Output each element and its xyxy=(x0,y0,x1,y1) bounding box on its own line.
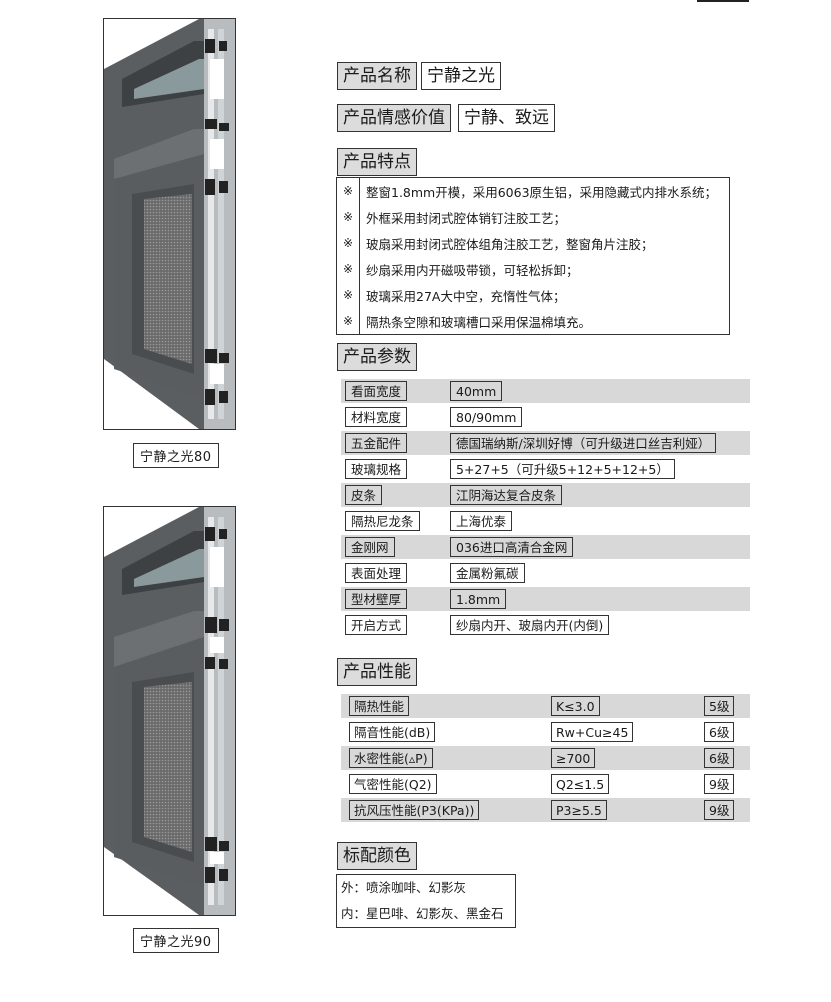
product-name-label: 产品名称 xyxy=(337,62,417,90)
param-row: 开启方式 纱扇内开、玻扇内开(内倒) xyxy=(341,613,750,637)
param-value: 德国瑞纳斯/深圳好博（可升级进口丝吉利娅） xyxy=(450,433,717,453)
performance-value: P3≥5.5 xyxy=(551,800,607,820)
reference-mark: ※ xyxy=(337,308,360,334)
product-caption-80: 宁静之光80 xyxy=(133,443,219,468)
param-value: 1.8mm xyxy=(450,589,507,609)
feature-item: ※ 整窗1.8mm开模，采用6063原生铝，采用隐藏式内排水系统； xyxy=(337,178,729,204)
window-profile-illustration xyxy=(104,19,235,429)
performance-name: 抗风压性能(P3(KPa)) xyxy=(349,800,480,820)
param-row: 隔热尼龙条 上海优泰 xyxy=(341,509,750,533)
performance-row: 水密性能(▵P) ≥700 6级 xyxy=(341,746,750,770)
top-rule xyxy=(697,0,749,2)
feature-text: 纱扇采用内开磁吸带锁，可轻松拆卸； xyxy=(366,262,579,278)
param-value: 金属粉氟碳 xyxy=(450,563,525,583)
product-name-value: 宁静之光 xyxy=(421,62,501,90)
param-value: 江阴海达复合皮条 xyxy=(450,485,563,505)
performance-grade: 6级 xyxy=(704,748,735,768)
features-list: ※ 整窗1.8mm开模，采用6063原生铝，采用隐藏式内排水系统； ※ 外框采用封闭… xyxy=(336,177,730,335)
performance-row: 气密性能(Q2) Q2≤1.5 9级 xyxy=(341,772,750,796)
color-inner: 内：星巴啡、幻影灰、黑金石 xyxy=(341,906,504,921)
param-key: 看面宽度 xyxy=(345,381,408,401)
feature-text: 整窗1.8mm开模，采用6063原生铝，采用隐藏式内排水系统； xyxy=(366,184,718,200)
param-key: 型材壁厚 xyxy=(345,589,408,609)
param-row: 表面处理 金属粉氟碳 xyxy=(341,561,750,585)
performance-row: 隔音性能(dB) Rw+Cu≥45 6级 xyxy=(341,720,750,744)
reference-mark: ※ xyxy=(337,230,360,256)
param-key: 材料宽度 xyxy=(345,407,408,427)
feature-item: ※ 隔热条空隙和玻璃槽口采用保温棉填充。 xyxy=(337,308,729,334)
product-image-80 xyxy=(103,18,236,430)
reference-mark: ※ xyxy=(337,282,360,308)
feature-item: ※ 纱扇采用内开磁吸带锁，可轻松拆卸； xyxy=(337,256,729,282)
param-value: 纱扇内开、玻扇内开(内倒) xyxy=(450,615,610,635)
param-key: 金刚网 xyxy=(345,537,395,557)
param-row: 皮条 江阴海达复合皮条 xyxy=(341,483,750,507)
param-row: 金刚网 036进口高清合金网 xyxy=(341,535,750,559)
colors-title: 标配颜色 xyxy=(337,842,417,870)
window-profile-illustration xyxy=(104,507,235,915)
feature-text: 隔热条空隙和玻璃槽口采用保温棉填充。 xyxy=(366,314,592,330)
product-caption-90: 宁静之光90 xyxy=(133,928,219,953)
product-image-90 xyxy=(103,506,236,916)
performance-value: Rw+Cu≥45 xyxy=(551,722,634,742)
params-title: 产品参数 xyxy=(337,343,417,371)
reference-mark: ※ xyxy=(337,204,360,230)
features-title: 产品特点 xyxy=(337,148,417,176)
param-key: 开启方式 xyxy=(345,615,408,635)
performance-grade: 9级 xyxy=(704,800,735,820)
performance-row: 隔热性能 K≤3.0 5级 xyxy=(341,694,750,718)
performance-name: 水密性能(▵P) xyxy=(349,748,433,768)
feature-text: 外框采用封闭式腔体销钉注胶工艺； xyxy=(366,210,567,226)
performance-grade: 6级 xyxy=(704,722,735,742)
param-value: 036进口高清合金网 xyxy=(450,537,574,557)
performance-name: 隔音性能(dB) xyxy=(349,722,436,742)
color-outer: 外：喷涂咖啡、幻影灰 xyxy=(341,880,467,895)
param-row: 看面宽度 40mm xyxy=(341,379,750,403)
performance-row: 抗风压性能(P3(KPa)) P3≥5.5 9级 xyxy=(341,798,750,822)
product-emotion-label: 产品情感价值 xyxy=(337,104,451,132)
param-row: 型材壁厚 1.8mm xyxy=(341,587,750,611)
reference-mark: ※ xyxy=(337,178,360,204)
performance-title: 产品性能 xyxy=(337,658,417,686)
performance-name: 气密性能(Q2) xyxy=(349,774,437,794)
param-row: 玻璃规格 5+27+5（可升级5+12+5+12+5） xyxy=(341,457,750,481)
reference-mark: ※ xyxy=(337,256,360,282)
param-key: 表面处理 xyxy=(345,563,408,583)
feature-item: ※ 外框采用封闭式腔体销钉注胶工艺； xyxy=(337,204,729,230)
param-key: 隔热尼龙条 xyxy=(345,511,420,531)
colors-list: 外：喷涂咖啡、幻影灰 内：星巴啡、幻影灰、黑金石 xyxy=(336,874,516,928)
performance-value: ≥700 xyxy=(551,748,596,768)
performance-name: 隔热性能 xyxy=(349,696,410,716)
product-emotion-value: 宁静、致远 xyxy=(458,104,555,132)
performance-grade: 5级 xyxy=(704,696,735,716)
param-key: 五金配件 xyxy=(345,433,408,453)
feature-item: ※ 玻扇采用封闭式腔体组角注胶工艺，整窗角片注胶； xyxy=(337,230,729,256)
feature-text: 玻璃采用27A大中空，充惰性气体； xyxy=(366,288,566,304)
param-key: 皮条 xyxy=(345,485,383,505)
feature-item: ※ 玻璃采用27A大中空，充惰性气体； xyxy=(337,282,729,308)
performance-grade: 9级 xyxy=(704,774,735,794)
param-value: 40mm xyxy=(450,381,503,401)
performance-value: K≤3.0 xyxy=(551,696,600,716)
param-value: 80/90mm xyxy=(450,407,523,427)
performance-value: Q2≤1.5 xyxy=(551,774,610,794)
param-value: 5+27+5（可升级5+12+5+12+5） xyxy=(450,459,675,479)
param-row: 五金配件 德国瑞纳斯/深圳好博（可升级进口丝吉利娅） xyxy=(341,431,750,455)
param-key: 玻璃规格 xyxy=(345,459,408,479)
feature-text: 玻扇采用封闭式腔体组角注胶工艺，整窗角片注胶； xyxy=(366,236,654,252)
param-row: 材料宽度 80/90mm xyxy=(341,405,750,429)
param-value: 上海优泰 xyxy=(450,511,513,531)
